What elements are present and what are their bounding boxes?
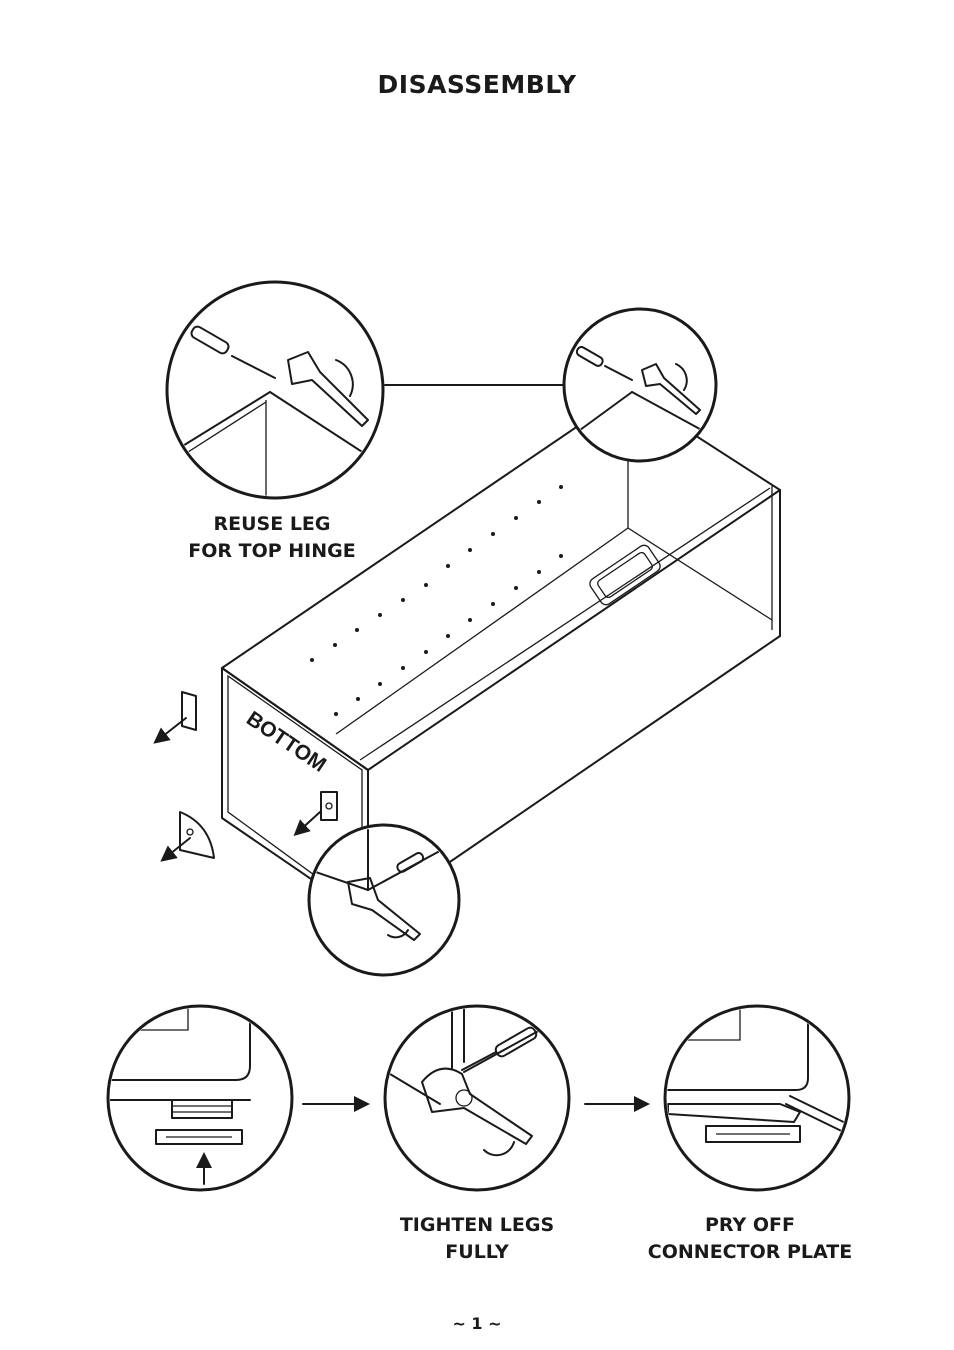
step-2-circle <box>383 1004 571 1192</box>
tighten-legs-caption: TIGHTEN LEGS FULLY <box>399 1214 555 1263</box>
detail-circle-top-left <box>165 280 385 500</box>
page-number: ~ 1 ~ <box>452 1314 502 1333</box>
step-3-circle <box>663 1004 851 1192</box>
detail-circle-top-right <box>562 307 718 463</box>
reuse-leg-caption: REUSE LEG FOR TOP HINGE <box>188 513 356 562</box>
page-title: DISASSEMBLY <box>377 70 577 99</box>
detail-circle-bottom-corner <box>307 823 461 977</box>
step-1-circle <box>106 1004 294 1192</box>
pry-off-caption: PRY OFF CONNECTOR PLATE <box>647 1214 853 1263</box>
